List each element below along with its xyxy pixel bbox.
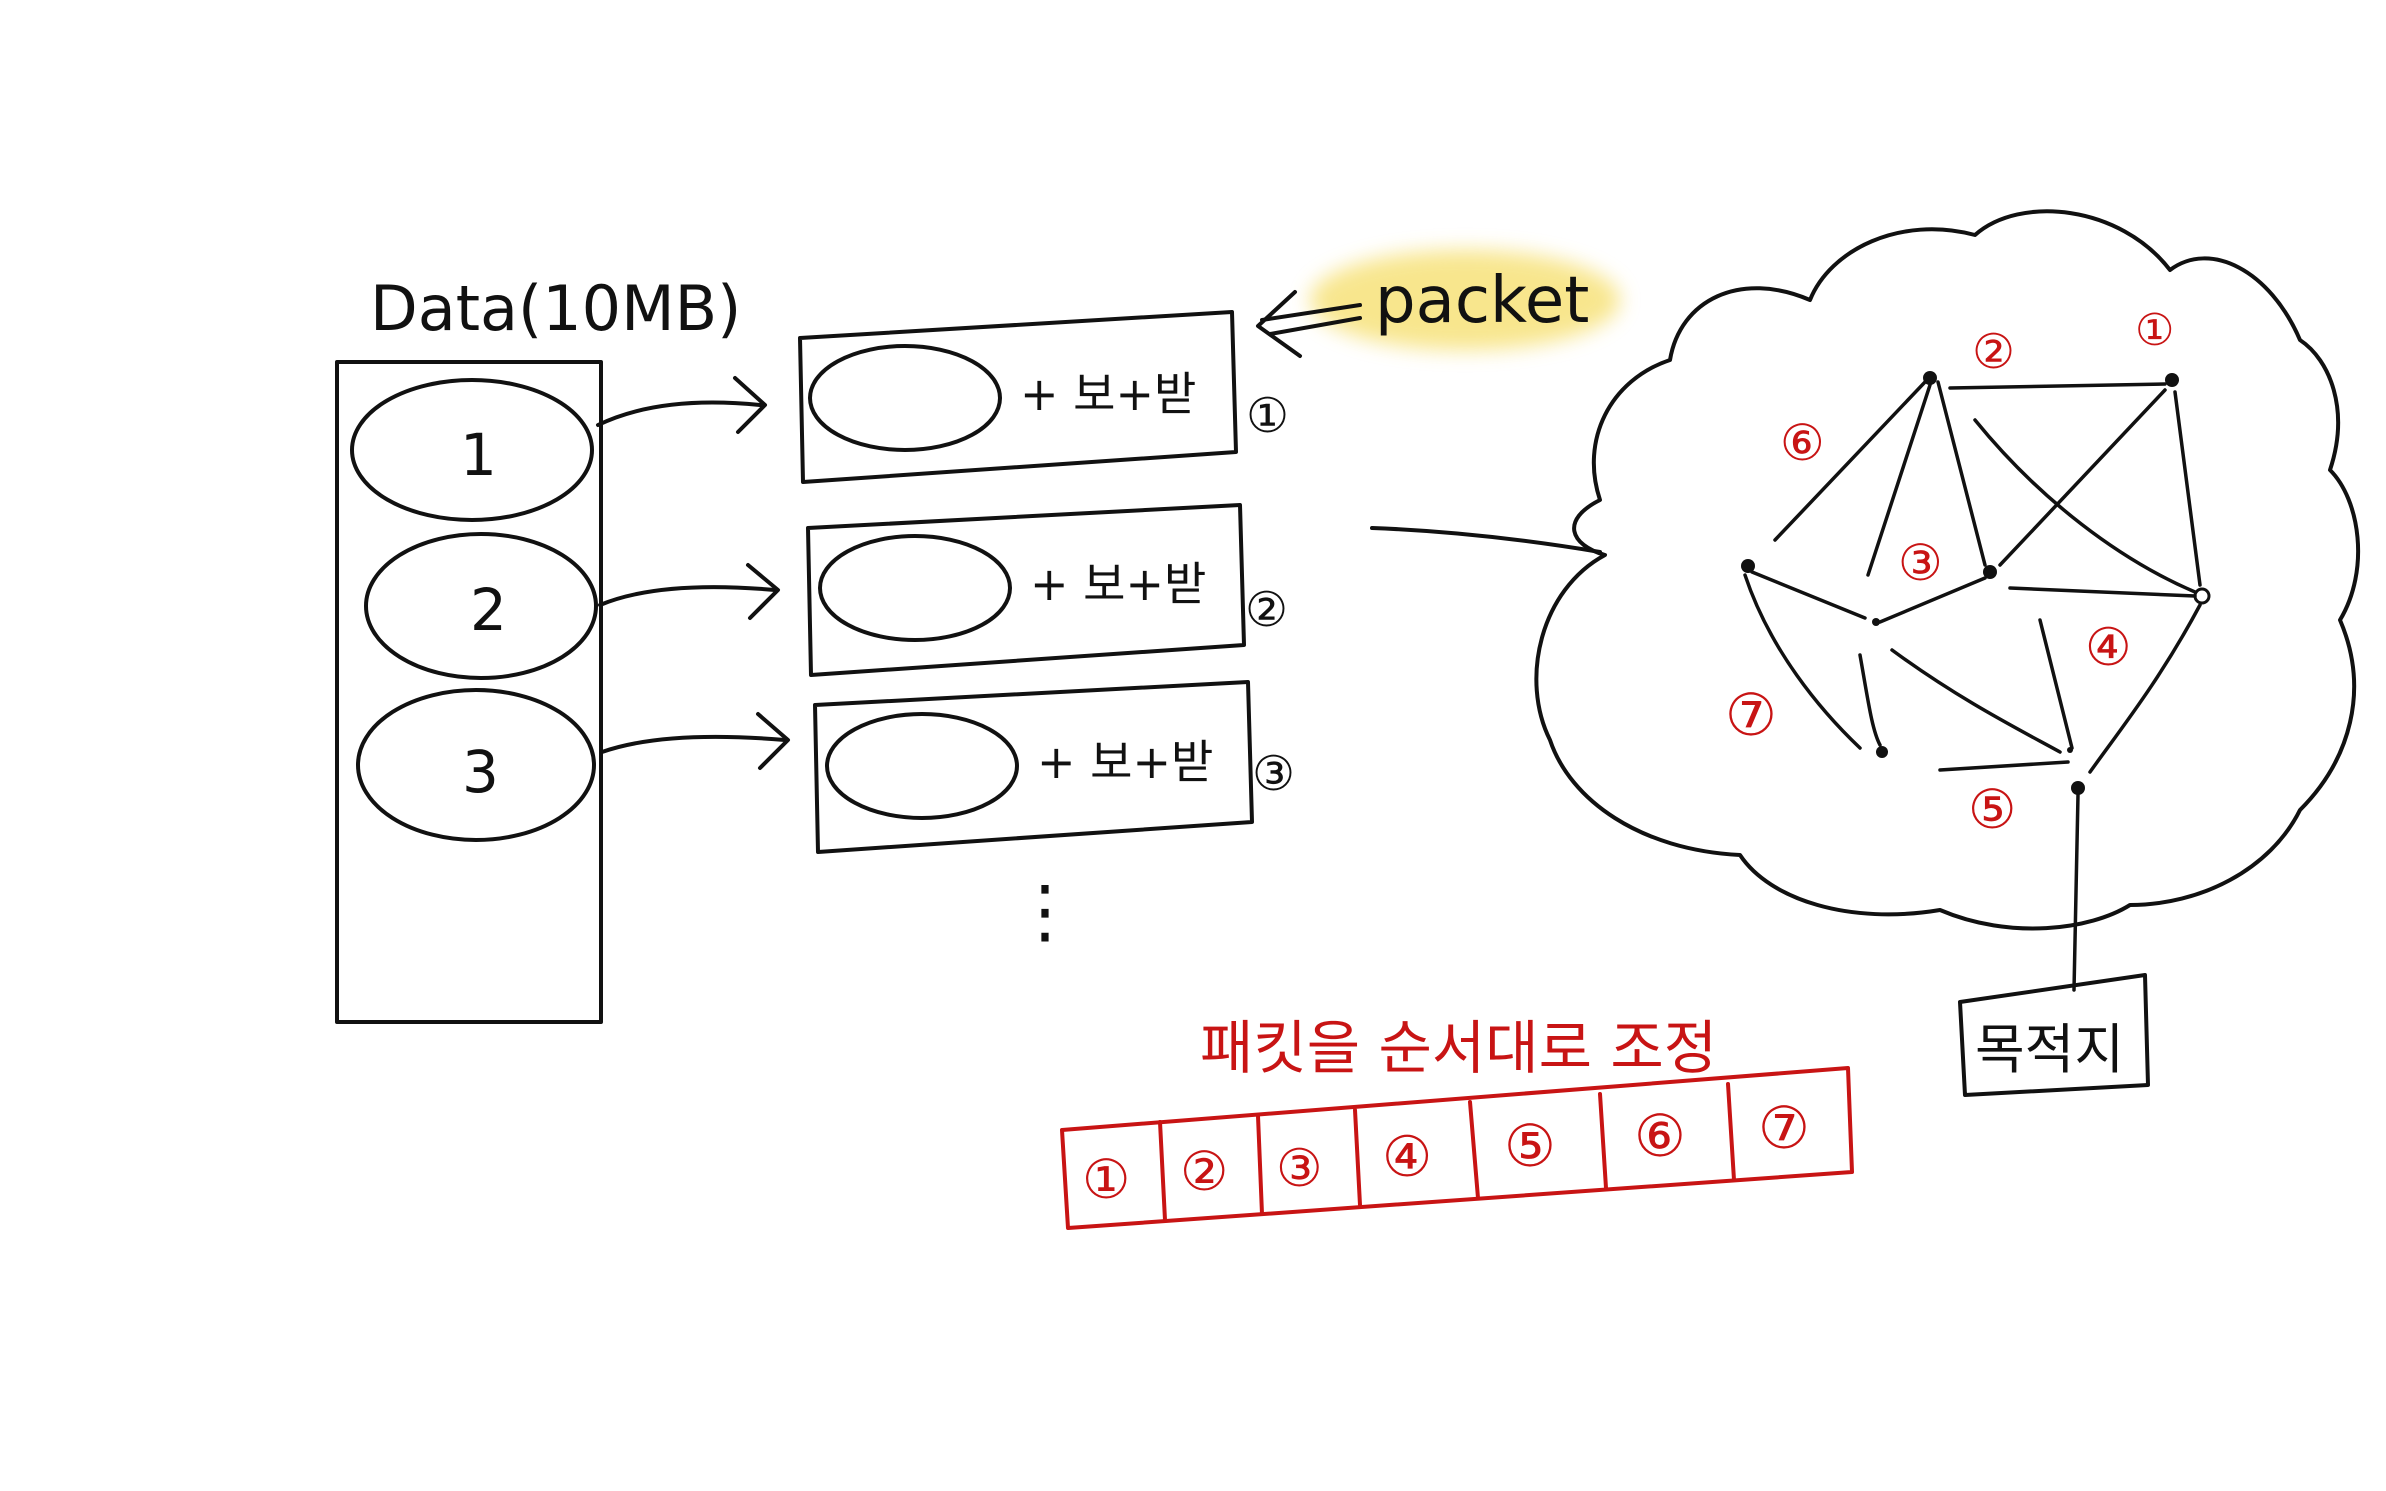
reassembly-cell-4: ④ <box>1382 1125 1432 1190</box>
data-block-title: Data(10MB) <box>370 272 741 345</box>
arrow-3 <box>600 712 790 770</box>
packet-continuation: ⋮ <box>1010 870 1080 952</box>
data-segment-label: 3 <box>462 738 499 806</box>
data-segment-label: 1 <box>460 421 497 489</box>
reassembly-cell-5: ⑤ <box>1504 1112 1556 1180</box>
packet-number: ① <box>1246 388 1289 444</box>
packet-callout-arrow <box>1260 303 1362 322</box>
network: ① ② ③ ④ ⑤ ⑥ ⑦ 목적지 <box>1370 209 2361 1097</box>
packets: + 보+받 ① + 보+받 ② + 보+받 ③ ⋮ packet <box>798 250 1620 952</box>
arrow-2 <box>598 563 780 620</box>
reassembly: 패킷을 순서대로 조정 ① ② ③ ④ ⑤ ⑥ ⑦ <box>1060 1014 1854 1230</box>
destination-link <box>2072 793 2080 992</box>
data-segment-label: 2 <box>470 576 507 644</box>
reassembly-cell-6: ⑥ <box>1634 1102 1686 1170</box>
packet-number: ③ <box>1252 746 1295 802</box>
packet-1: + 보+받 ① <box>798 310 1289 484</box>
reassembly-cell-3: ③ <box>1276 1139 1323 1199</box>
network-entry-line <box>1370 526 1602 554</box>
packet-label: packet <box>1375 264 1589 338</box>
reassembly-strip <box>1060 1066 1854 1230</box>
reassembly-cell-1: ① <box>1082 1148 1130 1211</box>
node <box>1741 559 1755 573</box>
node <box>2165 373 2179 387</box>
reassembly-cells: ① ② ③ ④ ⑤ ⑥ ⑦ <box>1082 1094 1810 1211</box>
destination: 목적지 <box>1958 973 2150 1097</box>
network-cloud <box>1534 209 2361 931</box>
route-label-7: ⑦ <box>1725 681 1777 749</box>
reassembly-dividers <box>1158 1082 1736 1222</box>
packet-suffix: + 보+받 <box>1020 367 1196 421</box>
packet-2: + 보+받 ② <box>806 503 1288 677</box>
route-label-3: ③ <box>1898 534 1943 592</box>
reassembly-cell-2: ② <box>1180 1140 1228 1203</box>
data-block: Data(10MB) 1 2 3 <box>335 272 741 1024</box>
route-label-4: ④ <box>2085 618 2132 678</box>
reassembly-caption: 패킷을 순서대로 조정 <box>1200 1014 1717 1082</box>
node <box>1876 746 1888 758</box>
node <box>1983 565 1997 579</box>
segment-arrows <box>596 376 790 770</box>
node <box>1872 618 1880 626</box>
route-label-1: ① <box>2135 305 2174 356</box>
reassembly-cell-7: ⑦ <box>1758 1094 1810 1162</box>
packet-suffix: + 보+받 <box>1030 557 1206 611</box>
destination-label: 목적지 <box>1975 1018 2124 1081</box>
node <box>2193 587 2211 605</box>
packet-callout: packet <box>1256 250 1620 358</box>
packet-suffix: + 보+받 <box>1037 735 1213 789</box>
network-links <box>1743 380 2202 992</box>
data-segment-3: 3 <box>356 688 596 842</box>
data-segment-2: 2 <box>364 532 598 680</box>
route-label-5: ⑤ <box>1968 778 2016 841</box>
data-segment-1: 1 <box>350 378 594 522</box>
node <box>2071 781 2085 795</box>
route-labels: ① ② ③ ④ ⑤ ⑥ ⑦ <box>1725 305 2174 841</box>
packet-3: + 보+받 ③ <box>813 680 1295 854</box>
packet-number: ② <box>1245 582 1288 638</box>
arrow-1 <box>596 376 767 434</box>
data-container <box>335 360 603 1024</box>
route-label-2: ② <box>1972 324 2015 380</box>
route-label-6: ⑥ <box>1780 414 1825 472</box>
